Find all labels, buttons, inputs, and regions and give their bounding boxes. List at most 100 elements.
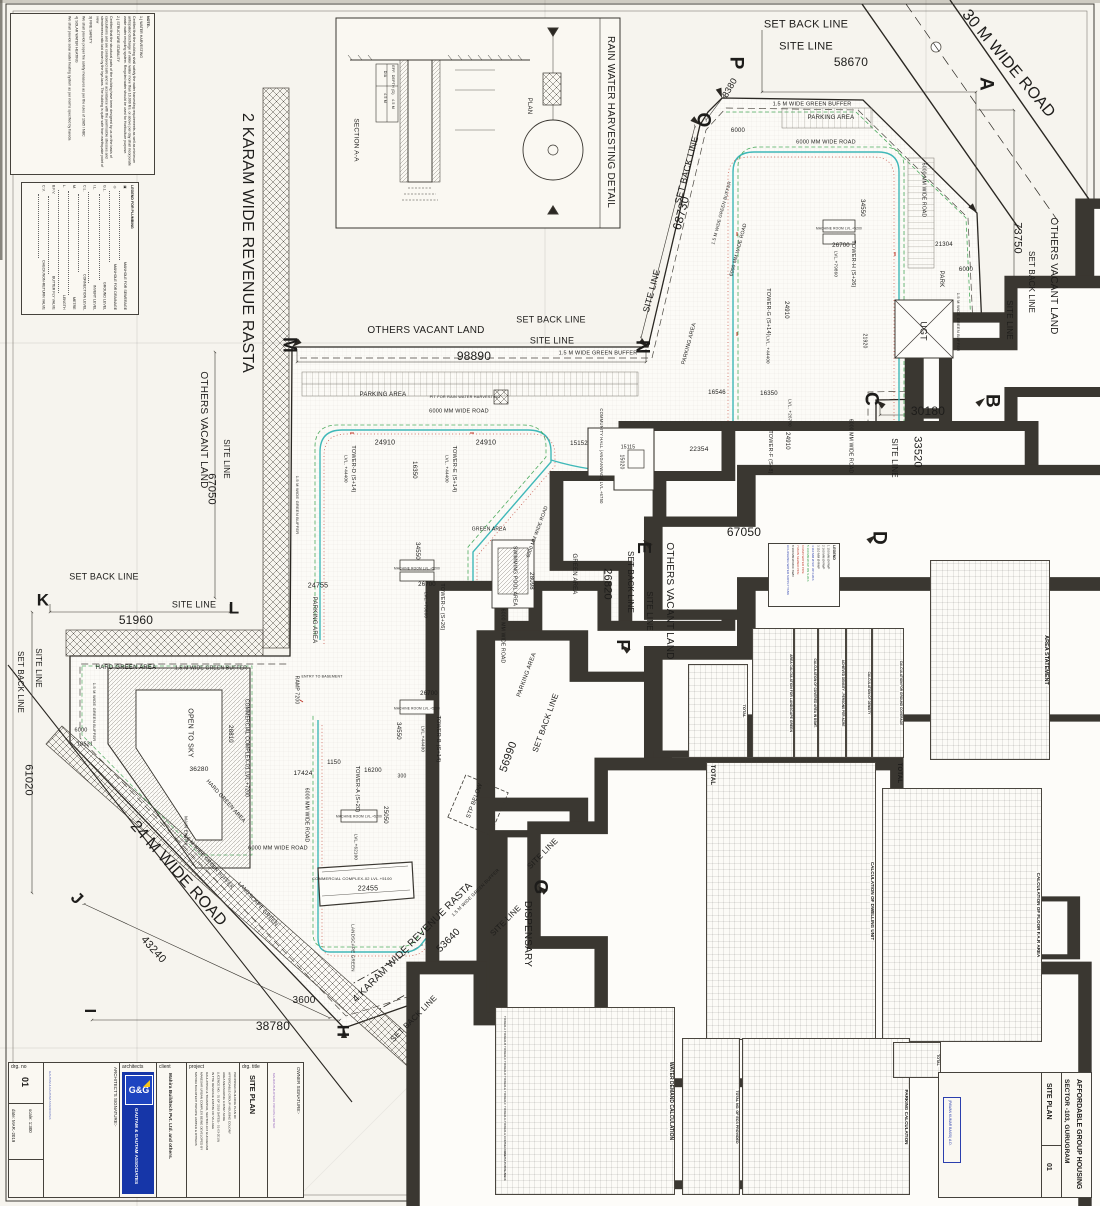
plan-label: 21304 xyxy=(935,242,953,248)
open-to-sky-court xyxy=(135,689,223,841)
table-density: CALCULATION OF DENSITY xyxy=(846,628,872,758)
marker-g: G xyxy=(529,879,551,895)
plan-label: HARD GREEN AREA xyxy=(95,665,157,671)
plan-label: 34550 xyxy=(395,722,401,740)
plan-label: 1.5 M WIDE GREEN BUFFER xyxy=(956,292,961,352)
note-paragraph: 3) FIRE SAFETY xyxy=(88,16,93,44)
plan-label: 6000 MM WIDE ROAD xyxy=(248,845,308,852)
plan-label: 67050 xyxy=(205,473,218,505)
note-paragraph: Certified that the building shall satisf… xyxy=(123,16,137,166)
note-paragraph: We shall provide solar water heating sys… xyxy=(67,16,72,141)
water-table-row-label: TOWER-C xyxy=(503,1046,507,1061)
plan-label: 24910 xyxy=(784,432,790,450)
plumbing-legend: LEGEND FOR PLUMBING ▣MANHOLE FOR SEWERAG… xyxy=(21,182,139,315)
table-title: TOTAL NO. OF ECS PROVIDED xyxy=(735,1088,739,1145)
park-label: PARK xyxy=(938,270,944,288)
plan-label: 25050 xyxy=(382,806,388,824)
plan-label: 28810 xyxy=(227,725,233,743)
rwh-title: RAIN WATER HARVESTING DETAIL xyxy=(605,36,616,208)
architects-label: architects xyxy=(122,1064,144,1070)
water-table-row-label: TOWER-E xyxy=(503,1076,507,1091)
note-paragraph: NOTE:- xyxy=(146,16,150,29)
project-line: DAULATPUR & TIKAMPUR, SECTOR-103 GURUGRA… xyxy=(205,1072,210,1151)
project-line: MAHIRA BUILDTECH PRIVATE LIMITED & OTHER… xyxy=(194,1072,199,1146)
architect-stamp: GAUTAM & GAUTAM ASSOCIATES xyxy=(48,1071,52,1120)
table-parking: PARKING CALCULATION xyxy=(742,1038,910,1195)
plan-label: SET BACK LINE xyxy=(16,650,25,714)
plan-label: 10531 xyxy=(76,741,94,748)
approval-stamp: (PAWAN KUMAR BASSI) A.D. xyxy=(943,1097,961,1163)
tower-e-label: TOWER-E (S+14) xyxy=(450,445,457,493)
legend-label: INVERT LEVEL xyxy=(92,284,97,310)
marker-m: M xyxy=(278,336,300,354)
plumbing-legend-row: C.L.CONNECTION LEVEL xyxy=(78,185,86,310)
table-total-2: TOTAL xyxy=(893,1042,941,1078)
table-achieved-density: ACHIEVED DENSITY - PERSONS PER ACRE xyxy=(818,628,846,758)
plumbing-legend-row: ▣MANHOLE FOR SEWERAGE xyxy=(119,185,127,310)
pipe-legend-entry: 1 150 MM Ø RWP xyxy=(826,545,831,570)
pipe-legend-entry: 5 160 MM Ø S/P DN S.W.S xyxy=(806,545,811,582)
legend-abbr: B.F.V. xyxy=(51,185,56,195)
plan-label: 6000 MM WIDE ROAD xyxy=(796,139,856,146)
pipe-legend-entry: 9 FLUSHING WATER SUPPLY TANK xyxy=(785,545,790,595)
plan-label: 6000 MM WIDE ROAD xyxy=(920,162,927,218)
plan-label: 1.5 M WIDE GREEN BUFFER xyxy=(174,665,248,672)
legend-label: MANHOLE FOR DRAINAGE xyxy=(112,263,117,310)
project-line: AFFORDABLE GROUP HOUSING COLONY xyxy=(227,1072,232,1135)
table-title: WATER DEMAND CALCULATION xyxy=(668,1060,674,1142)
water-table-row-label: TOWER-G xyxy=(503,1106,507,1121)
marker-h: H xyxy=(333,1024,353,1038)
table-title: AREA STATEMENT xyxy=(1043,634,1049,686)
plan-label: 6000 xyxy=(958,267,974,273)
plan-label: 6000 MM WIDE ROAD xyxy=(499,608,506,664)
note-paragraph: 2.) STRUCTURE STABILITY xyxy=(116,16,121,63)
plan-label: 15020 xyxy=(618,454,625,470)
tower-d-label: TOWER-D (S+14) xyxy=(349,445,356,493)
water-table-row-label: TOWER-F xyxy=(503,1091,507,1105)
table-title: CALCULATION OF DENSITY xyxy=(867,670,871,716)
table-title: CALCULATION OF COVERED AREA IN BSMT. xyxy=(813,657,817,729)
tower-b-label: TOWER-B (S+14) xyxy=(434,715,441,763)
corner-title-block: AFFORDABLE GROUP HOUSING SECTOR -103, GU… xyxy=(938,1072,1092,1198)
owner-signature-label: OWNER SIGNATURE:- xyxy=(296,1067,301,1115)
legend-label: CONNECTION LEVEL xyxy=(82,273,87,310)
marker-p: P xyxy=(725,56,747,70)
corner-drawing-title: SITE PLAN xyxy=(1045,1083,1052,1120)
legend-label: GROUND LEVEL xyxy=(102,281,107,310)
table-area-statement: AREA STATEMENT xyxy=(930,560,1050,760)
water-table-row-label: COMMERCIAL xyxy=(503,1136,507,1157)
plan-label: 24910 xyxy=(374,439,396,447)
legend-abbr: I.L. xyxy=(92,185,97,190)
plumbing-legend-row: B.F.V.BUTTER FLY VALVE xyxy=(47,185,56,310)
marker-c: C xyxy=(860,392,882,406)
project-line: (LICENCE NO.- 31 OF 2019 DATED:- 01-03-2… xyxy=(216,1072,221,1142)
road-2karam-label: 2 KARAM WIDE REVENUE RASTA xyxy=(239,112,256,374)
plan-label: SITE LINE xyxy=(779,40,833,53)
pipe-legend-entry: 4 110 MM Ø S/P UP F.W.S xyxy=(811,545,816,581)
commercial-02-label: COMMERCIAL COMPLEX-02 LVL.+5100 xyxy=(312,876,392,881)
plan-label: LVL.+79860 xyxy=(833,250,839,278)
plan-label: TOTAL xyxy=(709,764,715,786)
table-title: TOTAL xyxy=(742,703,747,719)
commercial-complex-02 xyxy=(317,861,415,907)
table-title: CALCULATION FOR GROUND COVERAGE xyxy=(899,659,903,727)
plan-label: MACHINE ROOM LVL.+5200 xyxy=(335,814,383,819)
marker-k: K xyxy=(36,590,50,610)
plumbing-legend-row: M.METRE xyxy=(68,185,76,310)
plan-label: MACHINE ROOM LVL.+5200 xyxy=(393,706,441,711)
plan-label: 24755 xyxy=(307,582,329,590)
water-table-row-label: TOWER-A xyxy=(503,1016,507,1031)
plan-label: SECTION A-A xyxy=(352,118,360,162)
buildings xyxy=(107,150,1100,1206)
corner-project-title: AFFORDABLE GROUP HOUSING xyxy=(1075,1079,1082,1190)
pipe-legend-entry: 8 300 MM Ø RCC SWD xyxy=(790,545,795,577)
plan-label: 16546 xyxy=(708,390,726,396)
dim-26820: 26820 xyxy=(601,568,614,600)
tower-g-label: TOWER-G (S+14) xyxy=(764,288,771,336)
water-table-row-label: TOWER-B xyxy=(503,1031,507,1046)
plan-label: PARKING AREA xyxy=(311,596,317,644)
tower-c-label: TOWER-C (S+26) xyxy=(438,583,445,631)
table-title: ACHIEVED DENSITY - PERSONS PER ACRE xyxy=(841,658,845,728)
drg-no-label: drg. no xyxy=(11,1064,27,1070)
